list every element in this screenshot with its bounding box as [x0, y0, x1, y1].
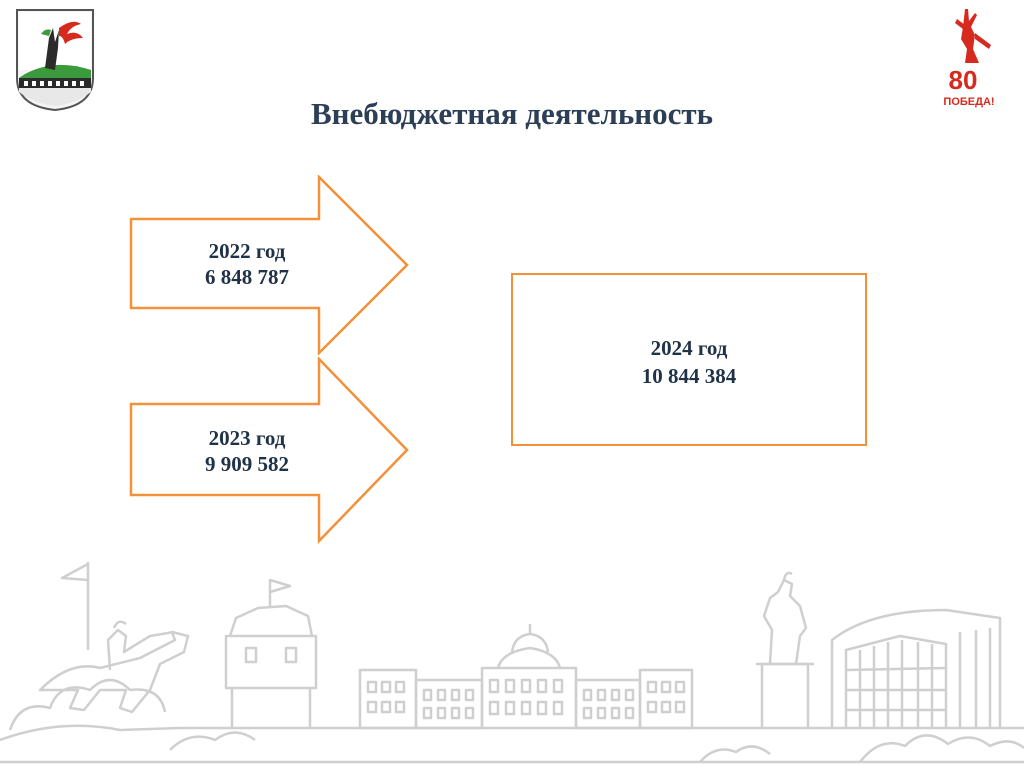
arrow-2023: [129, 357, 409, 545]
arrow-2023-label: 2023 год 9 909 582: [131, 425, 363, 477]
result-2024-year: 2024 год: [650, 336, 728, 360]
victory-text: ПОБЕДА!: [943, 96, 994, 108]
arrow-2022-label: 2022 год 6 848 787: [131, 238, 363, 290]
arrow-2022-value: 6 848 787: [205, 265, 289, 289]
arrow-2022: [129, 175, 409, 355]
result-2024-value: 10 844 384: [641, 364, 737, 388]
arrow-2023-year: 2023 год: [208, 426, 286, 450]
coat-of-arms-logo: [16, 9, 94, 112]
city-skyline-illustration: [0, 562, 1024, 764]
page-title: Внебюджетная деятельность: [310, 96, 714, 131]
victory-number: 80: [949, 65, 978, 95]
victory-80-logo: 80 ПОБЕДА!: [943, 9, 995, 108]
arrow-2023-value: 9 909 582: [205, 452, 289, 476]
result-box-2024-label: 2024 год 10 844 384: [511, 334, 867, 390]
arrow-2022-year: 2022 год: [208, 239, 286, 263]
result-box-2024: [511, 273, 867, 446]
